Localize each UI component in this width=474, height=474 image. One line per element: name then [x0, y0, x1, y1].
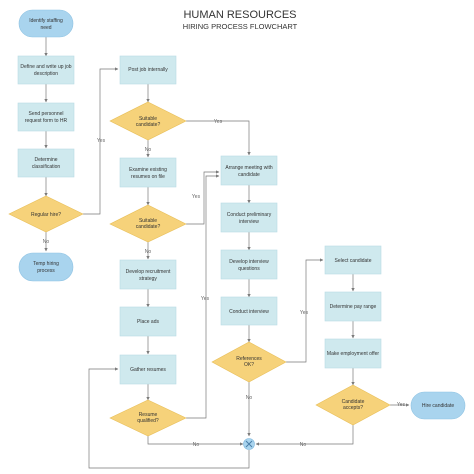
edge-accepts-no-to-merge: [255, 425, 354, 446]
node-define-job-description: Define and write up job description: [17, 55, 75, 85]
node-label: Examine existing: [129, 167, 167, 173]
connectors: [44, 37, 410, 469]
node-label: Develop interview: [229, 259, 269, 265]
node-label: Suitable: [139, 116, 157, 122]
label-suitable2-yes: Yes: [192, 194, 201, 200]
label-regular-no: No: [43, 239, 50, 245]
edge-merge-to-gather: [88, 367, 250, 469]
node-label: process: [37, 268, 55, 274]
label-references-yes: Yes: [300, 310, 309, 316]
node-develop-interview-questions: Develop interview questions: [220, 249, 278, 280]
node-send-personnel-request: Send personnel request form to HR: [17, 102, 75, 132]
node-label: References: [236, 356, 262, 362]
node-label: Candidate: [342, 399, 365, 405]
node-identify-staffing-need: Identify staffing need: [18, 9, 74, 38]
label-resume-yes: Yes: [201, 296, 210, 302]
node-label: Place ads: [137, 319, 159, 325]
page-title: HUMAN RESOURCES: [183, 9, 296, 21]
node-label: resumes on file: [131, 174, 165, 180]
edge-resume-yes-to-arrange: [186, 174, 220, 419]
node-conduct-preliminary-interview: Conduct preliminary interview: [220, 202, 278, 233]
node-label: Select candidate: [335, 258, 372, 264]
merge-connector: [243, 438, 255, 450]
node-develop-recruitment-strategy: Develop recruitment strategy: [119, 259, 177, 290]
node-label: Suitable: [139, 218, 157, 224]
node-hire-candidate: Hire candidate: [410, 391, 466, 420]
label-resume-no: No: [193, 442, 200, 448]
edge-references-yes-to-select: [286, 258, 324, 363]
node-label: Identify staffing: [29, 18, 63, 24]
node-label: accepts?: [343, 405, 363, 411]
nodes: Identify staffing need Temp hiring proce…: [8, 9, 466, 450]
node-label: Hire candidate: [422, 403, 454, 409]
node-label: strategy: [139, 276, 157, 282]
node-suitable-candidate-2: Suitable candidate?: [109, 204, 187, 243]
node-label: Post job internally: [128, 67, 168, 73]
node-make-employment-offer: Make employment offer: [324, 338, 382, 369]
node-label: questions: [238, 266, 260, 272]
node-label: candidate?: [136, 122, 161, 128]
node-label: Develop recruitment: [126, 269, 171, 275]
label-references-no: No: [246, 395, 253, 401]
label-accepts-yes: Yes: [397, 402, 406, 408]
node-label: Conduct interview: [229, 309, 269, 315]
label-suitable2-no: No: [145, 249, 152, 255]
node-conduct-interview: Conduct interview: [220, 296, 278, 326]
node-label: Conduct preliminary: [227, 212, 272, 218]
node-label: Arrange meeting with: [225, 165, 272, 171]
label-regular-yes: Yes: [97, 138, 106, 144]
edge-suitable1-yes-to-arrange: [186, 120, 251, 156]
node-label: Gather resumes: [130, 367, 166, 373]
node-label: Temp hiring: [33, 261, 59, 267]
edge-labels: Yes No Yes No Yes No Yes No No Yes Yes N…: [43, 119, 406, 448]
node-resume-qualified: Resume qualified?: [109, 399, 187, 437]
node-label: Resume: [139, 412, 158, 418]
node-place-ads: Place ads: [119, 306, 177, 337]
node-label: OK?: [244, 362, 254, 368]
node-label: Define and write up job: [20, 64, 71, 70]
label-suitable1-no: No: [145, 147, 152, 153]
node-temp-hiring-process: Temp hiring process: [18, 252, 74, 282]
node-select-candidate: Select candidate: [324, 245, 382, 275]
node-suitable-candidate-1: Suitable candidate?: [109, 101, 187, 141]
node-label: Determine pay range: [330, 304, 377, 310]
node-label: candidate?: [136, 224, 161, 230]
node-label: description: [34, 71, 58, 77]
node-label: Send personnel: [28, 111, 63, 117]
node-gather-resumes: Gather resumes: [119, 354, 177, 385]
page-subtitle: HIRING PROCESS FLOWCHART: [183, 22, 298, 31]
node-post-job-internally: Post job internally: [119, 55, 177, 85]
edge-resume-no-to-merge: [147, 436, 244, 446]
node-regular-hire: Regular hire?: [8, 195, 84, 233]
node-label: qualified?: [137, 418, 159, 424]
node-determine-pay-range: Determine pay range: [324, 291, 382, 322]
node-label: classification: [32, 164, 61, 170]
label-accepts-no: No: [300, 442, 307, 448]
close-x-icon: [245, 440, 253, 448]
label-suitable1-yes: Yes: [214, 119, 223, 125]
node-determine-classification: Determine classification: [17, 148, 75, 178]
node-label: candidate: [238, 172, 260, 178]
node-label: Determine: [34, 157, 57, 163]
edge-regular-yes-to-post: [83, 67, 119, 215]
node-examine-resumes: Examine existing resumes on file: [119, 157, 177, 188]
node-label: Make employment offer: [327, 351, 379, 357]
node-label: need: [40, 25, 51, 31]
node-candidate-accepts: Candidate accepts?: [315, 384, 391, 426]
node-label: interview: [239, 219, 259, 225]
node-arrange-meeting: Arrange meeting with candidate: [220, 155, 278, 186]
edge-suitable2-yes-to-arrange: [186, 170, 220, 225]
node-references-ok: References OK?: [211, 341, 287, 383]
node-label: request form to HR: [25, 118, 68, 124]
node-label: Regular hire?: [31, 212, 61, 218]
